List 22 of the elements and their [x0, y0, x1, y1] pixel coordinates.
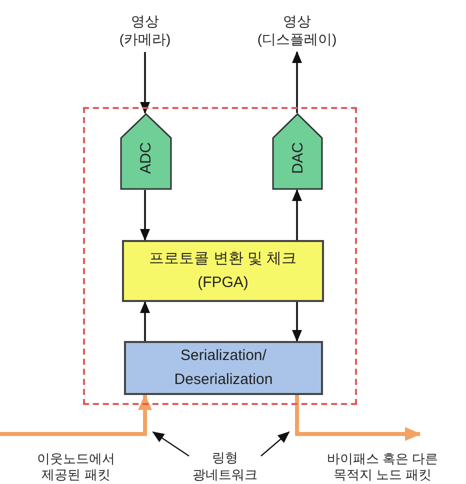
leader-line [152, 431, 190, 456]
io-label: 영상 (카메라) [109, 8, 181, 52]
block-label: DAC [288, 142, 307, 174]
arrow [140, 301, 150, 341]
arrow [292, 51, 302, 113]
note-text: 바이패스 혹은 다른 목적지 노드 패킷 [326, 451, 440, 484]
arrow [140, 190, 150, 241]
block-label: ADC [136, 142, 156, 174]
optical-link-arrow [0, 394, 152, 436]
serdes-block [124, 341, 323, 395]
note-text: 이웃노드에서 제공된 패킷 [36, 451, 116, 484]
arrow [292, 302, 302, 342]
dashed-boundary [83, 107, 357, 405]
fpga-block [122, 240, 324, 302]
leader-line [260, 431, 290, 456]
arrow [292, 189, 302, 240]
callout-text: 링형 광네트워크 [181, 450, 269, 483]
io-label: 영상 (디스플레이) [244, 8, 350, 52]
block-label: Serialization/ Deserialization [173, 346, 274, 390]
block-label: 프로토콜 변환 및 체크 (FPGA) [148, 249, 298, 293]
arrow [140, 52, 150, 114]
optical-link-arrow [295, 395, 421, 441]
